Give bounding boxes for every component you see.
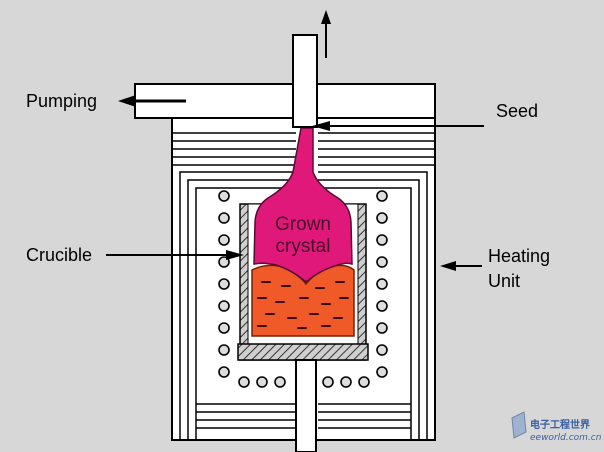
heating-coils-left xyxy=(218,190,230,378)
heating-label-line2: Unit xyxy=(488,271,520,291)
support-rod xyxy=(295,359,317,452)
heating-arrow xyxy=(440,261,482,271)
side-insulation-right xyxy=(318,171,428,440)
bottom-insulation xyxy=(196,403,411,429)
seed-label: Seed xyxy=(496,101,538,121)
side-insulation-left xyxy=(179,171,296,440)
watermark: 电子工程世界 eeworld.com.cn xyxy=(511,411,602,443)
watermark-logo-icon xyxy=(511,411,527,439)
pumping-label: Pumping xyxy=(26,91,97,111)
crucible-arrow xyxy=(106,250,244,260)
crucible-label: Crucible xyxy=(26,245,92,265)
melt xyxy=(251,264,355,337)
watermark-line2: eeworld.com.cn xyxy=(530,433,602,443)
top-insulation xyxy=(172,132,435,166)
heating-label-line1: Heating xyxy=(488,246,550,266)
pull-up-arrow xyxy=(321,10,331,58)
seed-rod xyxy=(292,34,318,128)
watermark-line1: 电子工程世界 xyxy=(530,418,590,431)
pumping-arrow xyxy=(118,95,186,107)
heating-coils-right xyxy=(376,190,388,378)
grown-crystal xyxy=(253,127,353,283)
grown-crystal-label-line2: crystal xyxy=(276,236,331,257)
seed-arrow xyxy=(312,121,484,131)
heating-coils-bottom xyxy=(238,376,370,388)
grown-crystal-label-line1: Grown xyxy=(275,214,331,235)
